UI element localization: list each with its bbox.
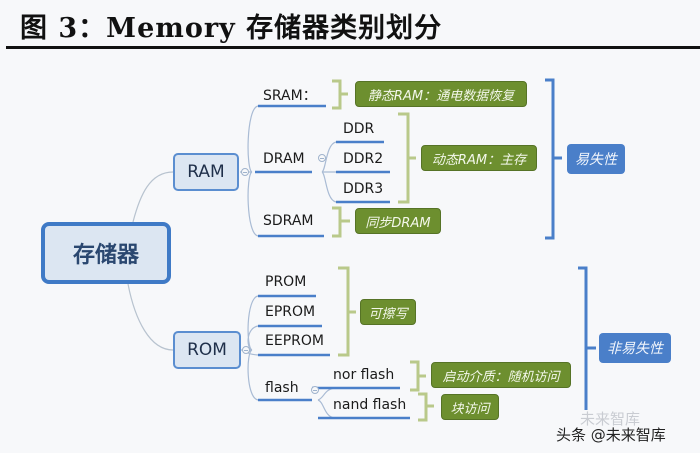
bracket-rewritable: [338, 266, 356, 357]
leaf-eeprom[interactable]: EEPROM: [265, 333, 324, 349]
collapse-toggle-dram[interactable]: [318, 154, 326, 162]
tag-rewritable: 可擦写: [360, 299, 416, 325]
leaf-sram[interactable]: SRAM：: [263, 88, 317, 104]
tag-boot-random-access: 启动介质：随机访问: [431, 362, 571, 388]
leaf-dram[interactable]: DRAM: [263, 151, 305, 167]
tag-static-ram: 静态RAM：通电数据恢复: [355, 81, 527, 107]
title-underline: [6, 46, 700, 49]
leaf-eprom[interactable]: EPROM: [265, 304, 316, 320]
tag-sync-dram: 同步DRAM: [355, 208, 441, 234]
leaf-flash[interactable]: flash: [265, 380, 299, 396]
tag-block-access: 块访问: [441, 394, 499, 420]
bracket-dram: [398, 112, 416, 204]
tag-volatile: 易失性: [567, 144, 625, 174]
bracket-volatile: [545, 78, 562, 240]
bracket-nonvolatile: [578, 266, 596, 410]
root-node-memory[interactable]: 存储器: [41, 222, 171, 284]
bracket-nor-flash: [410, 360, 426, 392]
connector-root-ram: [132, 171, 174, 223]
tag-dynamic-ram: 动态RAM：主存: [421, 145, 537, 171]
collapse-toggle-flash[interactable]: [311, 386, 319, 394]
leaf-ddr2[interactable]: DDR2: [343, 151, 384, 167]
node-ram[interactable]: RAM: [173, 153, 239, 191]
watermark: 头条 @未来智库: [556, 426, 666, 444]
bracket-nand-flash: [418, 392, 434, 422]
leaf-nand-flash[interactable]: nand flash: [333, 397, 407, 413]
figure-title: 图 3：Memory 存储器类别划分: [20, 13, 443, 44]
collapse-toggle-ram[interactable]: [241, 168, 249, 176]
watermark-faint: 未来智库: [580, 410, 641, 428]
node-rom[interactable]: ROM: [173, 331, 241, 369]
connector-root-rom: [127, 283, 174, 351]
leaf-prom[interactable]: PROM: [265, 274, 307, 290]
tag-nonvolatile: 非易失性: [599, 333, 671, 363]
leaf-nor-flash[interactable]: nor flash: [333, 367, 395, 383]
leaf-ddr[interactable]: DDR: [343, 121, 375, 137]
leaf-sdram[interactable]: SDRAM: [263, 213, 314, 229]
leaf-ddr3[interactable]: DDR3: [343, 181, 384, 197]
bracket-sram: [332, 79, 348, 110]
connector-dram-spine: [321, 141, 337, 203]
collapse-toggle-rom[interactable]: [242, 346, 250, 354]
connector-flash-spine: [317, 387, 335, 419]
bracket-sdram: [332, 206, 350, 238]
